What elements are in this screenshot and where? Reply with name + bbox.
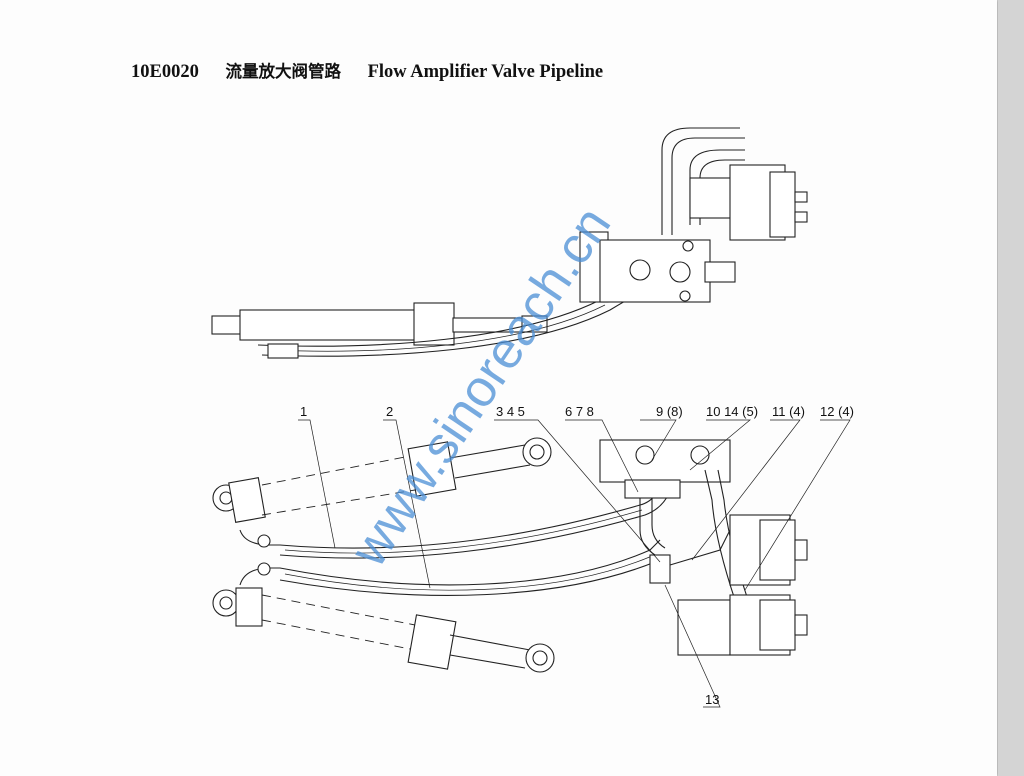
valve-plug	[704, 261, 736, 283]
cylinder-flange-lower-top	[407, 441, 457, 497]
callout-labels: 1 2 3 4 5 6 7 8 9 (8) 10 14 (5) 11 (4) 1…	[300, 404, 854, 707]
page-title: 10E0020 流量放大阀管路 Flow Amplifier Valve Pip…	[131, 58, 625, 83]
document-page: 10E0020 流量放大阀管路 Flow Amplifier Valve Pip…	[0, 0, 997, 776]
steering-cylinder	[239, 309, 426, 341]
title-chinese: 流量放大阀管路	[225, 62, 341, 81]
callout-11: 11 (4)	[772, 404, 805, 419]
callout-2: 2	[386, 404, 393, 419]
tee-fitting	[649, 554, 671, 584]
cylinder-rod-end	[211, 315, 243, 335]
cylinder-flange	[413, 302, 455, 346]
callout-10-14: 10 14 (5)	[706, 404, 758, 419]
flow-amplifier-valve-lower	[599, 439, 731, 483]
hose-2	[279, 561, 656, 596]
title-english: Flow Amplifier Valve Pipeline	[367, 62, 604, 82]
callout-9: 9 (8)	[656, 404, 683, 419]
cylinder-eye-left-bottom	[212, 589, 240, 617]
callout-13: 13	[705, 692, 719, 707]
cylinder-flange-lower-bottom	[407, 614, 457, 670]
pipe-top-1	[661, 127, 740, 235]
callout-12: 12 (4)	[820, 404, 854, 419]
pump-flange	[769, 171, 796, 238]
title-code: 10E0020	[131, 62, 199, 82]
pump-body	[677, 599, 731, 656]
hose-fitting	[267, 343, 299, 359]
lower-assembly-view	[212, 437, 808, 673]
cylinder-eye-right-bottom	[525, 643, 555, 673]
callout-6-7-8: 6 7 8	[565, 404, 594, 419]
flow-amplifier-valve	[599, 239, 711, 303]
cylinder-eye-right-top	[522, 437, 552, 467]
viewer-scrollbar[interactable]	[998, 0, 1024, 776]
callout-leaders	[298, 419, 851, 708]
callout-1: 1	[300, 404, 307, 419]
pipeline-drawing: 1 2 3 4 5 6 7 8 9 (8) 10 14 (5) 11 (4) 1…	[211, 127, 854, 708]
callout-3-4-5: 3 4 5	[496, 404, 525, 419]
upper-assembly-view	[211, 127, 808, 359]
